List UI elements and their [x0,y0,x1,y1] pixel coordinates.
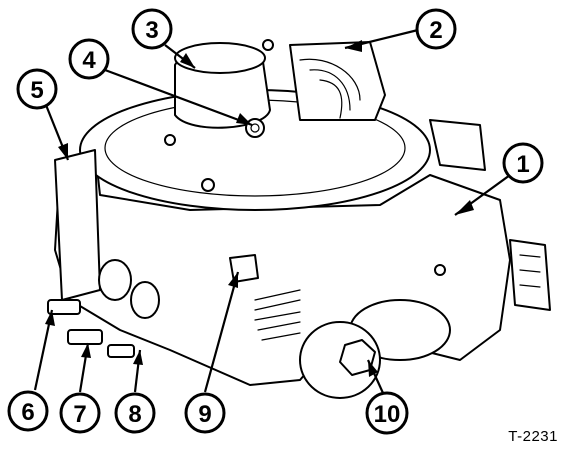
wiring-harness [299,58,361,119]
wiring-plug-ribs [519,254,541,288]
leader-4 [104,68,253,127]
electrical-connector-top [289,41,386,121]
arrow-8 [133,350,143,365]
retaining-screw-head [250,123,260,133]
arrow-9 [228,272,238,288]
callout-9-label: 9 [198,401,211,428]
mounting-flange [54,149,101,301]
arrow-1 [455,200,474,215]
callout-4: 4 [68,38,110,80]
intake-port-right [130,281,160,319]
arrow-4 [236,113,252,125]
mounting-bolt-7 [67,329,103,345]
carburetor-illustration [47,39,551,399]
arrow-10 [368,360,378,377]
body-hole-3 [434,264,446,276]
callout-3-label: 3 [145,17,158,44]
callout-5-label: 5 [30,77,43,104]
callout-3: 3 [131,8,173,50]
arrow-7 [81,343,91,358]
callout-5: 5 [16,68,58,110]
callout-8-label: 8 [128,401,141,428]
mounting-bolt-8 [107,344,135,358]
body-hole-2 [262,39,274,51]
callout-4-label: 4 [82,47,96,74]
callout-2-label: 2 [429,17,442,44]
callout-10: 10 [365,391,409,435]
figure-reference-code: T-2231 [508,428,558,445]
body-hole-4 [164,134,176,146]
intake-port-left [98,259,132,301]
callout-7-label: 7 [73,401,86,428]
callout-6: 6 [7,390,49,432]
callout-2: 2 [415,8,457,50]
callout-1: 1 [502,142,544,184]
leader-lines [33,28,511,394]
leader-9 [203,271,240,393]
callout-7: 7 [59,392,101,434]
wiring-plug [509,239,551,311]
arrow-3 [180,53,195,68]
injector-cap [174,42,266,74]
arrow-6 [45,310,55,326]
callout-10-label: 10 [374,401,401,428]
callout-8: 8 [114,392,156,434]
mounting-bolt-6 [47,299,81,315]
arrow-5 [58,143,68,160]
side-connector [429,119,486,171]
actuator-bellows [254,289,301,341]
callout-6-label: 6 [21,399,34,426]
body-hole-1 [201,178,215,192]
callout-1-label: 1 [516,151,529,178]
callout-9: 9 [184,392,226,434]
arrow-2 [345,40,362,52]
